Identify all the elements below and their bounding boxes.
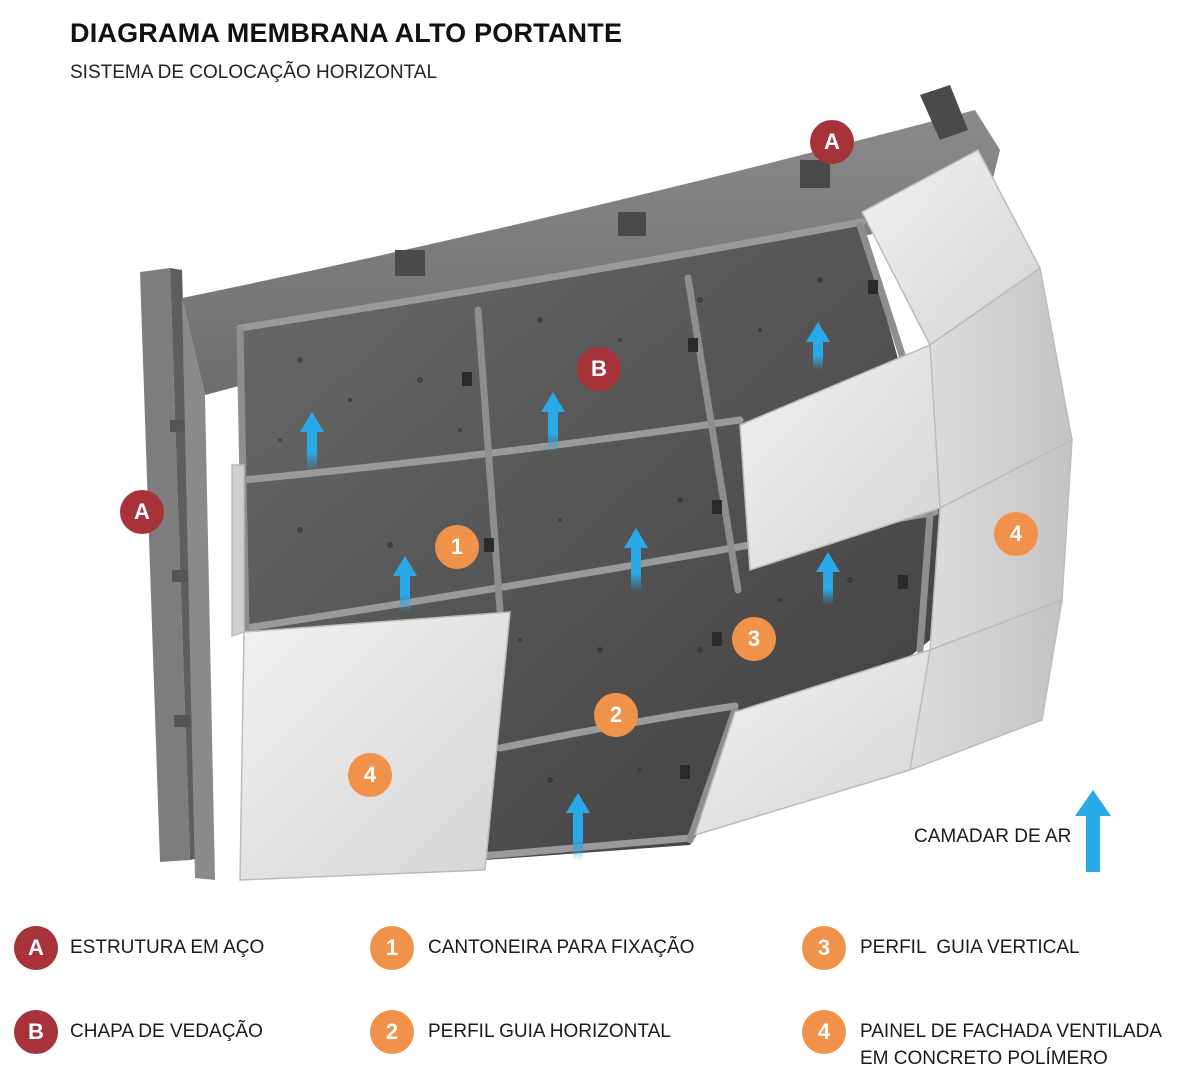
air-layer-label: CAMADAR DE AR	[914, 826, 1072, 847]
air-flow-arrows	[300, 322, 840, 860]
diagram-subtitle: SISTEMA DE COLOCAÇÃO HORIZONTAL	[70, 62, 438, 83]
legend-text-a: ESTRUTURA EM AÇO	[70, 937, 265, 958]
legend-key-b: B	[14, 1010, 58, 1054]
fixing-brackets	[462, 280, 908, 779]
legend-text-4-line2: EM CONCRETO POLÍMERO	[860, 1048, 1108, 1069]
legend-text-2: PERFIL GUIA HORIZONTAL	[428, 1021, 671, 1042]
concrete-texture	[278, 277, 853, 783]
air-layer-legend-arrow	[1075, 790, 1111, 872]
legend-key-2: 2	[370, 1010, 414, 1054]
legend-key-4: 4	[802, 1010, 846, 1054]
diagram-title: DIAGRAMA MEMBRANA ALTO PORTANTE	[70, 18, 623, 48]
callout-4-left: 4	[348, 753, 392, 797]
steel-brackets-top	[395, 85, 968, 276]
legend-key-3: 3	[802, 926, 846, 970]
callout-4-right: 4	[994, 512, 1038, 556]
legend-text-4-line1: PAINEL DE FACHADA VENTILADA	[860, 1021, 1162, 1042]
legend-text-3: PERFIL GUIA VERTICAL	[860, 937, 1080, 958]
callout-2: 2	[594, 693, 638, 737]
callout-b: B	[577, 347, 621, 391]
legend-key-a: A	[14, 926, 58, 970]
callout-1: 1	[435, 525, 479, 569]
callout-a-top: A	[810, 120, 854, 164]
legend-text-b: CHAPA DE VEDAÇÃO	[70, 1021, 263, 1042]
callout-a-left: A	[120, 490, 164, 534]
callout-3: 3	[732, 617, 776, 661]
legend-key-1: 1	[370, 926, 414, 970]
legend-text-1: CANTONEIRA PARA FIXAÇÃO	[428, 937, 695, 958]
